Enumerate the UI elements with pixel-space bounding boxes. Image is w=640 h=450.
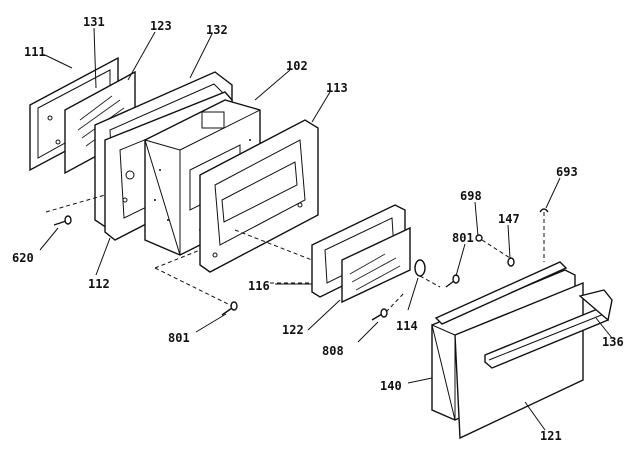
screw-693	[539, 208, 549, 262]
clip-147	[507, 257, 515, 267]
label-102: 102	[286, 59, 308, 73]
label-132: 132	[206, 23, 228, 37]
screw-808	[371, 308, 388, 321]
label-131: 131	[83, 15, 105, 29]
part-114-spacer	[414, 259, 426, 277]
part-140-121-outer-door	[431, 261, 609, 440]
label-123: 123	[150, 19, 172, 33]
label-136: 136	[602, 335, 624, 349]
part-113-inner-panel	[199, 119, 319, 273]
label-114: 114	[396, 319, 418, 333]
label-801-lower: 801	[168, 331, 190, 345]
part-136-handle-bracket	[578, 289, 613, 322]
label-147: 147	[498, 212, 520, 226]
label-113: 113	[326, 81, 348, 95]
label-111: 111	[24, 45, 46, 59]
assembly-lines	[45, 194, 511, 313]
washer-698	[475, 234, 483, 242]
label-121: 121	[540, 429, 562, 443]
screw-620	[53, 215, 72, 226]
label-698: 698	[460, 189, 482, 203]
label-693: 693	[556, 165, 578, 179]
part-labels: 111 131 123 132 102 113 620 112 116 801 …	[12, 15, 624, 443]
leader-lines	[39, 27, 613, 431]
label-112: 112	[88, 277, 110, 291]
label-808: 808	[322, 344, 344, 358]
label-620: 620	[12, 251, 34, 265]
screw-801-lower	[221, 301, 238, 316]
label-116: 116	[248, 279, 270, 293]
part-122-window-glass	[341, 226, 411, 304]
label-140: 140	[380, 379, 402, 393]
label-122: 122	[282, 323, 304, 337]
screw-801-right	[445, 274, 460, 288]
label-801-right: 801	[452, 231, 474, 245]
